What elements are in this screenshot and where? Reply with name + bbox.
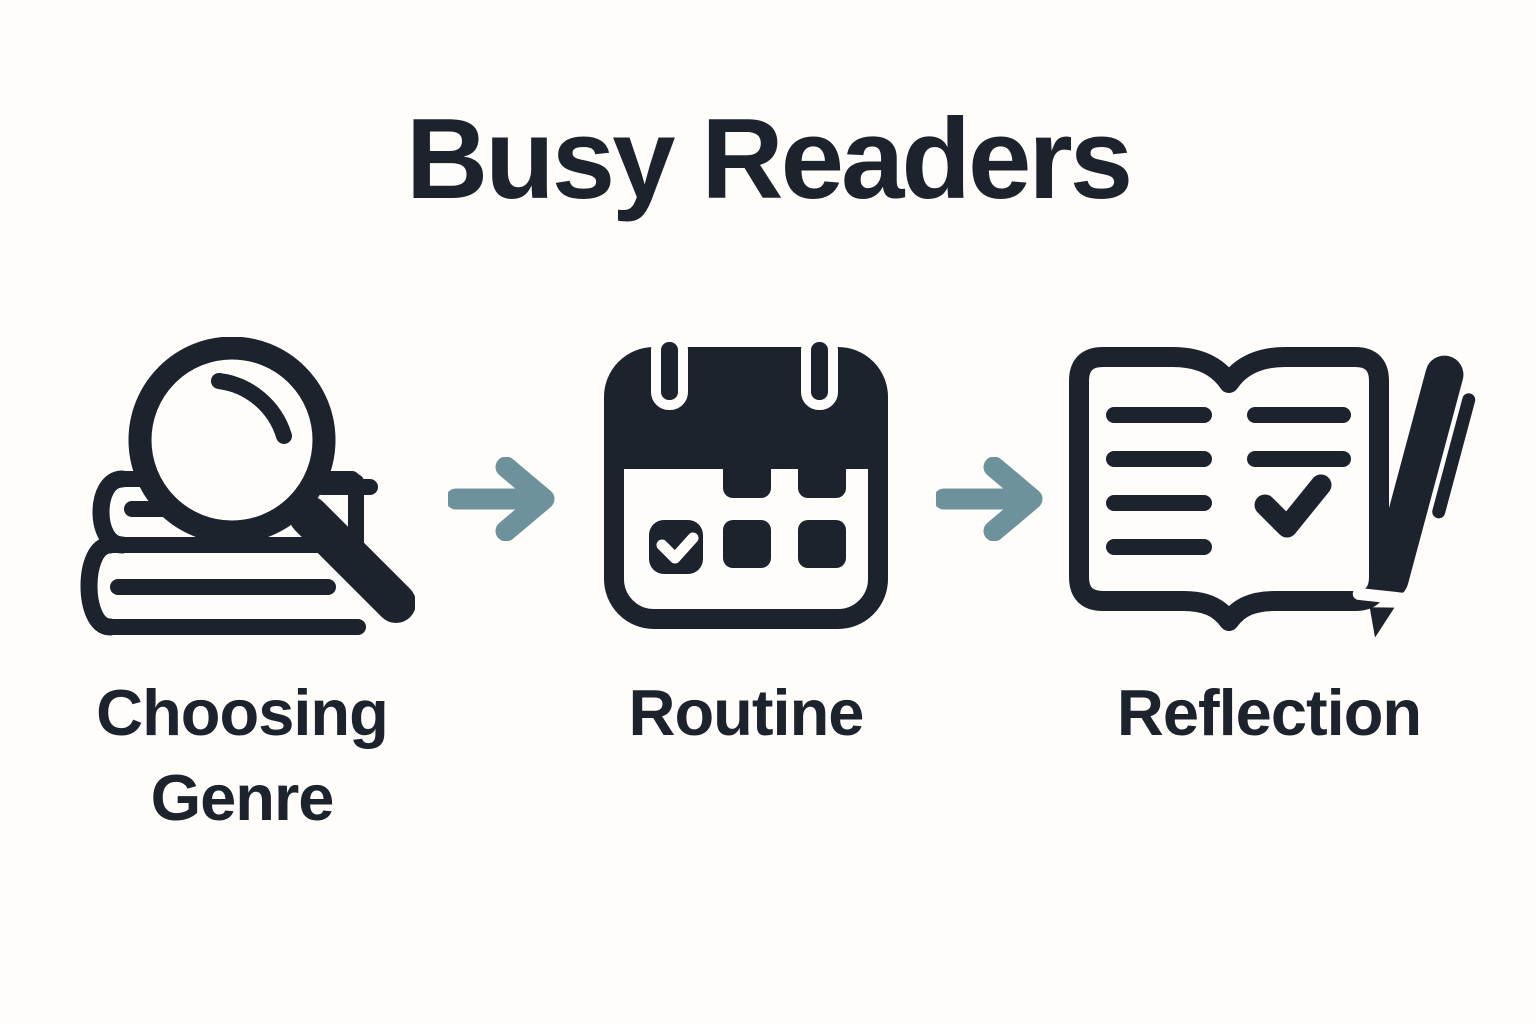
journal-pen-svg xyxy=(1069,347,1476,637)
step-routine: Routine xyxy=(578,337,914,756)
step-label: Routine xyxy=(628,676,865,749)
calendar-svg xyxy=(604,337,888,629)
step-label: Reflection xyxy=(1116,676,1422,749)
pen-icon xyxy=(1352,355,1476,637)
books-magnifier-icon xyxy=(70,337,415,647)
books-magnifier-svg xyxy=(80,337,415,636)
infographic-page: Busy Readers xyxy=(0,103,1536,1024)
step-reflection: Reflection xyxy=(1054,337,1484,756)
step-label: Choosing Genre xyxy=(96,676,389,834)
journal-pen-icon xyxy=(1059,337,1479,647)
arrow-right-icon xyxy=(936,457,1044,541)
arrow-right-icon xyxy=(448,457,556,541)
arrow-right-svg xyxy=(936,457,1043,541)
flow-diagram: Choosing Genre xyxy=(0,337,1536,840)
page-title: Busy Readers xyxy=(405,96,1133,223)
step-choosing-genre: Choosing Genre xyxy=(52,337,432,840)
arrow-right-svg xyxy=(448,457,555,541)
calendar-icon xyxy=(601,337,891,647)
